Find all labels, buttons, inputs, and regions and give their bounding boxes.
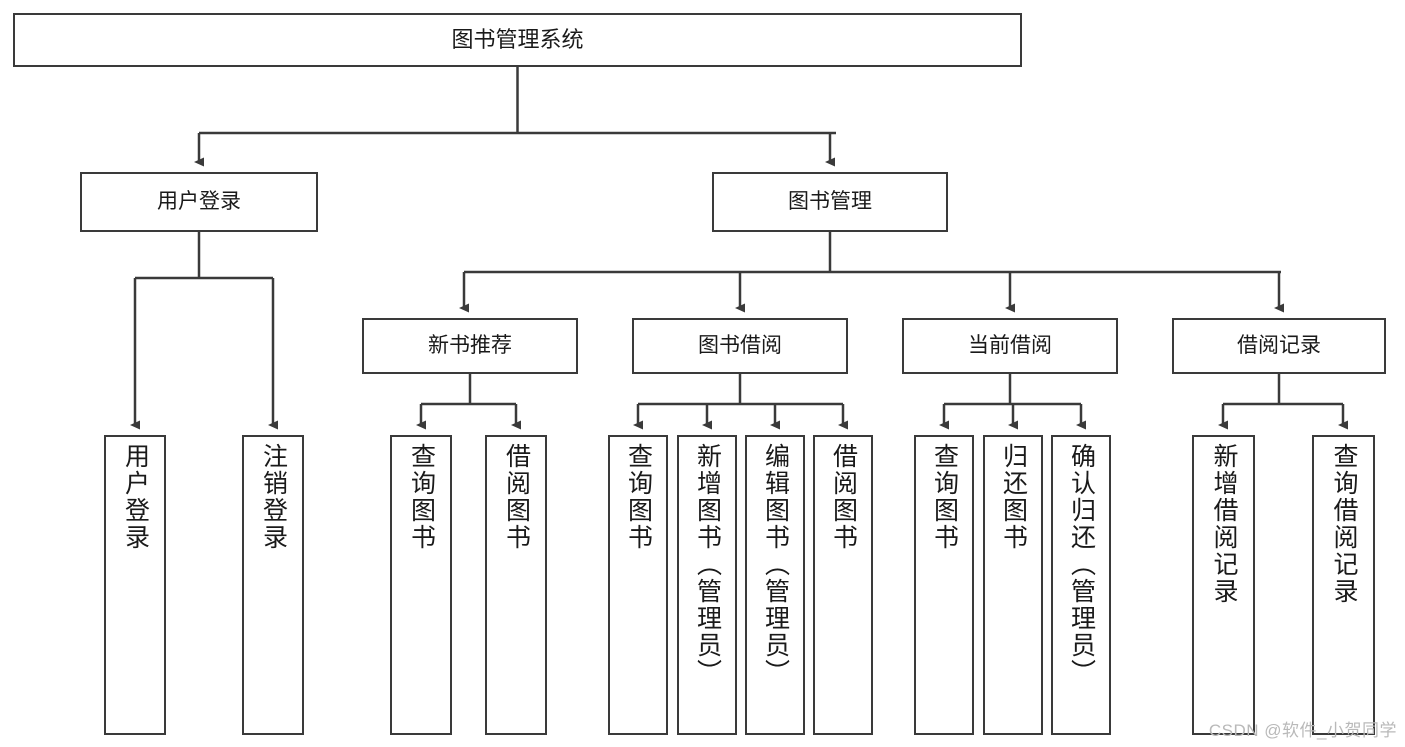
node-borrow-record[interactable]: 借阅记录	[1172, 318, 1386, 374]
leaf-confirm-return-admin[interactable]: 确认归还（管理员）	[1051, 435, 1111, 735]
leaf-query-book-recommend-label: 查询图书	[407, 443, 436, 551]
node-root-label: 图书管理系统	[451, 27, 584, 53]
leaf-add-borrow-record-label: 新增借阅记录	[1210, 443, 1238, 605]
node-user-login[interactable]: 用户登录	[80, 172, 318, 232]
leaf-return-book[interactable]: 归还图书	[983, 435, 1043, 735]
leaf-borrow-book[interactable]: 借阅图书	[813, 435, 873, 735]
node-book-management-label: 图书管理	[788, 189, 872, 213]
leaf-add-book-admin-label: 新增图书（管理员）	[693, 443, 722, 686]
node-borrow-record-label: 借阅记录	[1237, 333, 1321, 357]
leaf-borrow-book-recommend[interactable]: 借阅图书	[485, 435, 547, 735]
leaf-query-borrow-record-label: 查询借阅记录	[1330, 443, 1358, 605]
leaf-query-book-borrow-label: 查询图书	[624, 443, 653, 551]
node-user-login-label: 用户登录	[157, 189, 241, 213]
leaf-edit-book-admin-label: 编辑图书（管理员）	[761, 443, 790, 686]
watermark: CSDN @软件_小贺同学	[1208, 721, 1397, 740]
node-book-borrow[interactable]: 图书借阅	[632, 318, 848, 374]
leaf-query-borrow-record[interactable]: 查询借阅记录	[1312, 435, 1375, 735]
leaf-user-login-label: 用户登录	[121, 443, 150, 551]
leaf-add-book-admin[interactable]: 新增图书（管理员）	[677, 435, 737, 735]
leaf-user-login[interactable]: 用户登录	[104, 435, 166, 735]
leaf-query-book-recommend[interactable]: 查询图书	[390, 435, 452, 735]
leaf-borrow-book-label: 借阅图书	[829, 443, 858, 551]
leaf-query-book-current[interactable]: 查询图书	[914, 435, 974, 735]
leaf-logout[interactable]: 注销登录	[242, 435, 304, 735]
leaf-borrow-book-recommend-label: 借阅图书	[502, 443, 531, 551]
node-new-book-recommend-label: 新书推荐	[428, 333, 512, 357]
leaf-confirm-return-admin-label: 确认归还（管理员）	[1067, 443, 1096, 686]
leaf-edit-book-admin[interactable]: 编辑图书（管理员）	[745, 435, 805, 735]
node-current-borrow[interactable]: 当前借阅	[902, 318, 1118, 374]
leaf-query-book-borrow[interactable]: 查询图书	[608, 435, 668, 735]
node-current-borrow-label: 当前借阅	[968, 333, 1052, 357]
node-new-book-recommend[interactable]: 新书推荐	[362, 318, 578, 374]
node-root[interactable]: 图书管理系统	[13, 13, 1022, 67]
node-book-management[interactable]: 图书管理	[712, 172, 948, 232]
leaf-return-book-label: 归还图书	[999, 443, 1028, 551]
leaf-query-book-current-label: 查询图书	[930, 443, 959, 551]
leaf-add-borrow-record[interactable]: 新增借阅记录	[1192, 435, 1255, 735]
leaf-logout-label: 注销登录	[259, 443, 288, 551]
node-book-borrow-label: 图书借阅	[698, 333, 782, 357]
